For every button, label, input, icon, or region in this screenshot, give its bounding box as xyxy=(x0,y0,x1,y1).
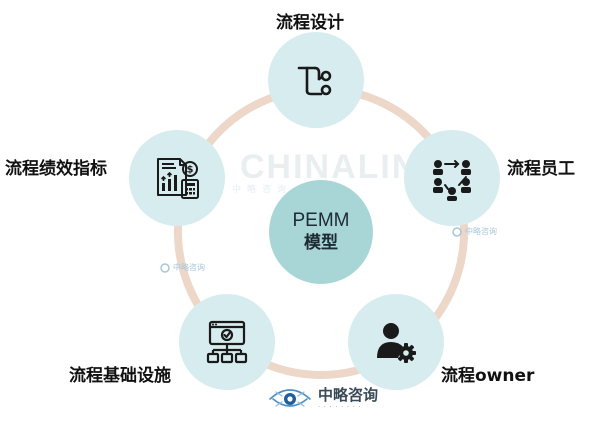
node-process-infrastructure xyxy=(179,294,275,390)
brand-name: 中略咨询 xyxy=(318,385,379,404)
center-subtitle: 模型 xyxy=(304,233,338,253)
watermark-subtext: 中略咨询 xyxy=(232,185,293,195)
brand-logo: 中略咨询 · · · · · · · · xyxy=(268,383,378,415)
brand-mark-icon xyxy=(160,262,170,273)
node-process-metrics: $ xyxy=(129,130,225,226)
svg-text:$: $ xyxy=(187,165,194,176)
watermark-logo-right: 中略咨询 xyxy=(452,226,497,237)
brand-text: 中略咨询 · · · · · · · · xyxy=(318,385,379,412)
center-title: PEMM xyxy=(292,210,350,231)
user-gear-icon xyxy=(377,323,416,363)
brand-mark-icon xyxy=(452,226,462,237)
label-process-design: 流程设计 xyxy=(276,13,344,33)
node-process-owner xyxy=(348,294,444,390)
watermark-logo-left-text: 中略咨询 xyxy=(173,263,205,272)
watermark-text: CHINALIN xyxy=(240,148,419,186)
flow-design-icon xyxy=(297,66,332,96)
watermark-logo-right-text: 中略咨询 xyxy=(465,227,497,236)
center-circle: PEMM 模型 xyxy=(269,180,373,284)
node-process-design xyxy=(268,32,364,128)
infrastructure-network-icon xyxy=(206,320,248,364)
label-process-staff: 流程员工 xyxy=(507,159,575,179)
performance-report-icon: $ xyxy=(157,158,199,199)
brand-eye-icon xyxy=(269,389,311,407)
watermark-logo-left: 中略咨询 xyxy=(160,262,205,273)
label-process-owner: 流程owner xyxy=(441,366,535,386)
label-process-infrastructure: 流程基础设施 xyxy=(69,366,171,386)
team-workflow-icon xyxy=(433,160,471,201)
brand-tagline: · · · · · · · · xyxy=(318,403,362,411)
label-process-metrics: 流程绩效指标 xyxy=(5,159,107,179)
node-process-staff xyxy=(404,130,500,226)
